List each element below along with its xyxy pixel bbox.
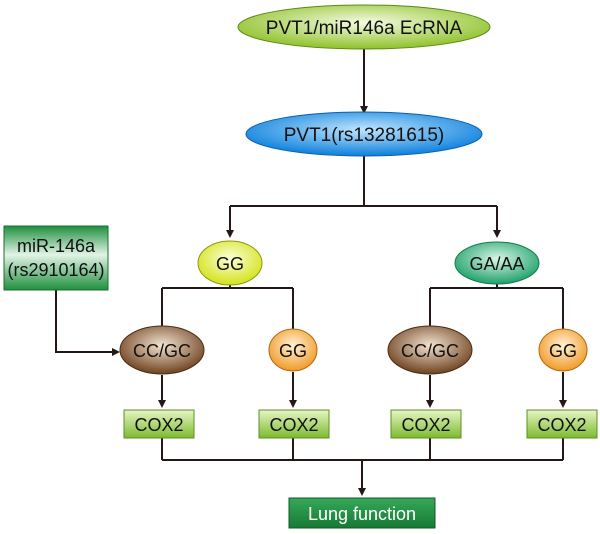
node-gg-left-label: GG — [216, 254, 244, 274]
node-ecrna: PVT1/miR146a EcRNA — [237, 4, 491, 50]
node-cc-gc-left-label: CC/GC — [133, 341, 191, 361]
node-cc-gc-right: CC/GC — [387, 325, 473, 375]
node-mir146a: miR-146a (rs2910164) — [3, 225, 109, 291]
node-gg-right-child-label: GG — [549, 341, 577, 361]
node-cc-gc-left: CC/GC — [119, 325, 205, 375]
connectors — [55, 49, 567, 496]
node-ga-aa-label: GA/AA — [469, 254, 524, 274]
node-lung-function-label: Lung function — [308, 504, 416, 524]
node-pvt1: PVT1(rs13281615) — [245, 111, 483, 157]
node-cox2-4: COX2 — [526, 409, 598, 439]
node-gg-left: GG — [197, 240, 263, 286]
arrow-mir146a-to-cc-gc — [55, 290, 120, 356]
node-cc-gc-right-label: CC/GC — [401, 341, 459, 361]
node-gg-left-child: GG — [268, 328, 318, 372]
node-cox2-2: COX2 — [258, 409, 330, 439]
node-pvt1-label: PVT1(rs13281615) — [284, 125, 445, 146]
node-cox2-1-label: COX2 — [134, 415, 183, 435]
node-ga-aa: GA/AA — [454, 241, 540, 285]
node-cox2-2-label: COX2 — [269, 415, 318, 435]
node-gg-right-child: GG — [538, 328, 588, 372]
node-cox2-3: COX2 — [390, 409, 462, 439]
node-lung-function: Lung function — [288, 497, 436, 529]
node-cox2-3-label: COX2 — [401, 415, 450, 435]
node-cox2-4-label: COX2 — [537, 415, 586, 435]
node-ecrna-label: PVT1/miR146a EcRNA — [266, 18, 463, 39]
node-cox2-1: COX2 — [123, 409, 195, 439]
node-mir146a-line1: miR-146a — [17, 236, 96, 256]
node-mir146a-line2: (rs2910164) — [7, 260, 104, 280]
node-gg-left-child-label: GG — [279, 341, 307, 361]
